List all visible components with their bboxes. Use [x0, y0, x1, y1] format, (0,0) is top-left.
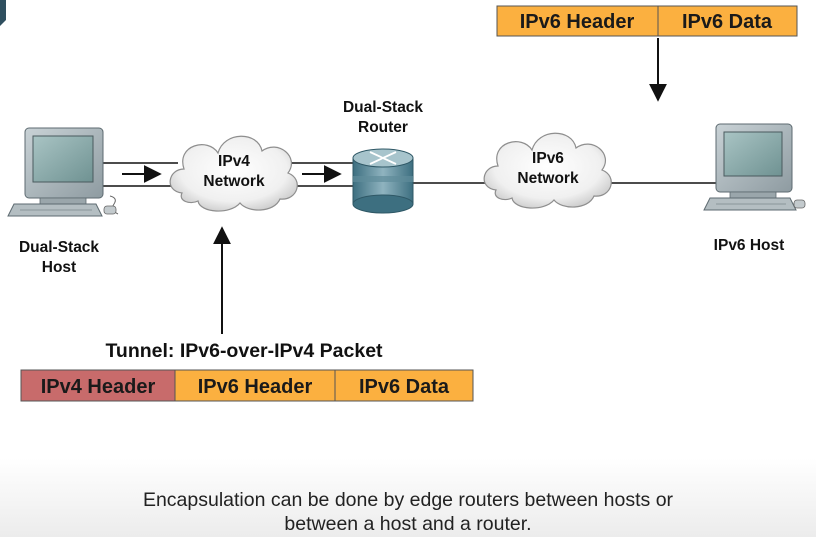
router-label-line1: Dual-Stack: [343, 99, 423, 116]
tunnel-title: Tunnel: IPv6-over-IPv4 Packet: [105, 340, 383, 362]
top-packet: IPv6 Header IPv6 Data: [496, 5, 798, 37]
caption-line-2: between a host and a router.: [284, 513, 532, 535]
top-ipv6-header-field: [496, 5, 659, 37]
ipv4-cloud-label-line2: Network: [203, 173, 265, 190]
dual-stack-router-icon: [352, 148, 414, 214]
tunnel-packet: IPv4 Header IPv6 Header IPv6 Data: [20, 369, 474, 402]
caption-line-1: Encapsulation can be done by edge router…: [142, 489, 674, 511]
dual-stack-host-label-line2: Host: [42, 259, 76, 276]
corner-mark: [0, 0, 6, 26]
tunnel-ipv4-header-label: IPv4 Header: [41, 376, 156, 398]
tunnel-ipv6-data-label: IPv6 Data: [359, 376, 450, 398]
router-label-line2: Router: [358, 119, 408, 136]
tunnel-ipv6-header-field: [174, 369, 336, 402]
network-links: [100, 162, 720, 187]
ipv6-host-computer-icon: [703, 123, 806, 211]
ipv6-host-label: IPv6 Host: [714, 237, 785, 254]
ipv4-cloud-label-line1: IPv4: [218, 153, 250, 170]
ipv6-cloud-label-line2: Network: [517, 170, 579, 187]
ipv6-cloud-icon: [483, 132, 612, 209]
tunnel-ipv6-data-field: [334, 369, 474, 402]
tunnel-ipv6-header-label: IPv6 Header: [198, 376, 313, 398]
ipv6-cloud-label-line1: IPv6: [532, 150, 564, 167]
dual-stack-host-label-line1: Dual-Stack: [19, 239, 99, 256]
caption-band: Encapsulation can be done by edge router…: [0, 458, 816, 537]
ipv4-cloud-icon: [169, 135, 298, 212]
dual-stack-host-computer-icon: [7, 127, 119, 217]
top-ipv6-data-label: IPv6 Data: [682, 11, 773, 33]
top-ipv6-header-label: IPv6 Header: [520, 11, 635, 33]
top-ipv6-data-field: [657, 5, 798, 37]
